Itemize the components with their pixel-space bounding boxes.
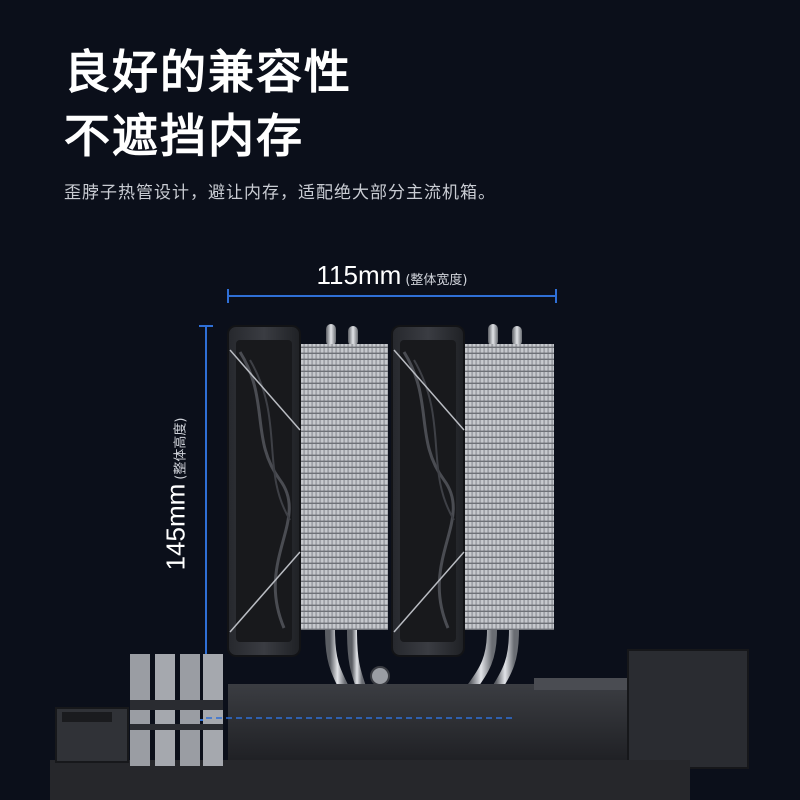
headline-line-1: 良好的兼容性 <box>64 45 352 99</box>
heatsink-fins-left <box>300 344 388 630</box>
fan-right <box>391 325 465 657</box>
motherboard <box>50 649 749 800</box>
heatpipe-tops <box>326 324 522 346</box>
width-note: (整体宽度) <box>405 273 468 288</box>
headline-line-2: 不遮挡内存 <box>64 109 304 163</box>
fan-left <box>227 325 301 657</box>
width-dimension-line <box>227 289 557 303</box>
height-value: 145mm <box>160 483 191 571</box>
width-value: 115mm <box>316 260 402 290</box>
width-dimension-label: 115mm(整体宽度) <box>228 260 556 291</box>
heatsink-fins-right <box>462 344 554 630</box>
memory-modules <box>130 654 223 766</box>
feature-description: 歪脖子热管设计，避让内存，适配绝大部分主流机箱。 <box>64 183 496 203</box>
height-dimension-label: 145mm (整体高度) <box>161 418 192 571</box>
height-note: (整体高度) <box>173 417 189 480</box>
